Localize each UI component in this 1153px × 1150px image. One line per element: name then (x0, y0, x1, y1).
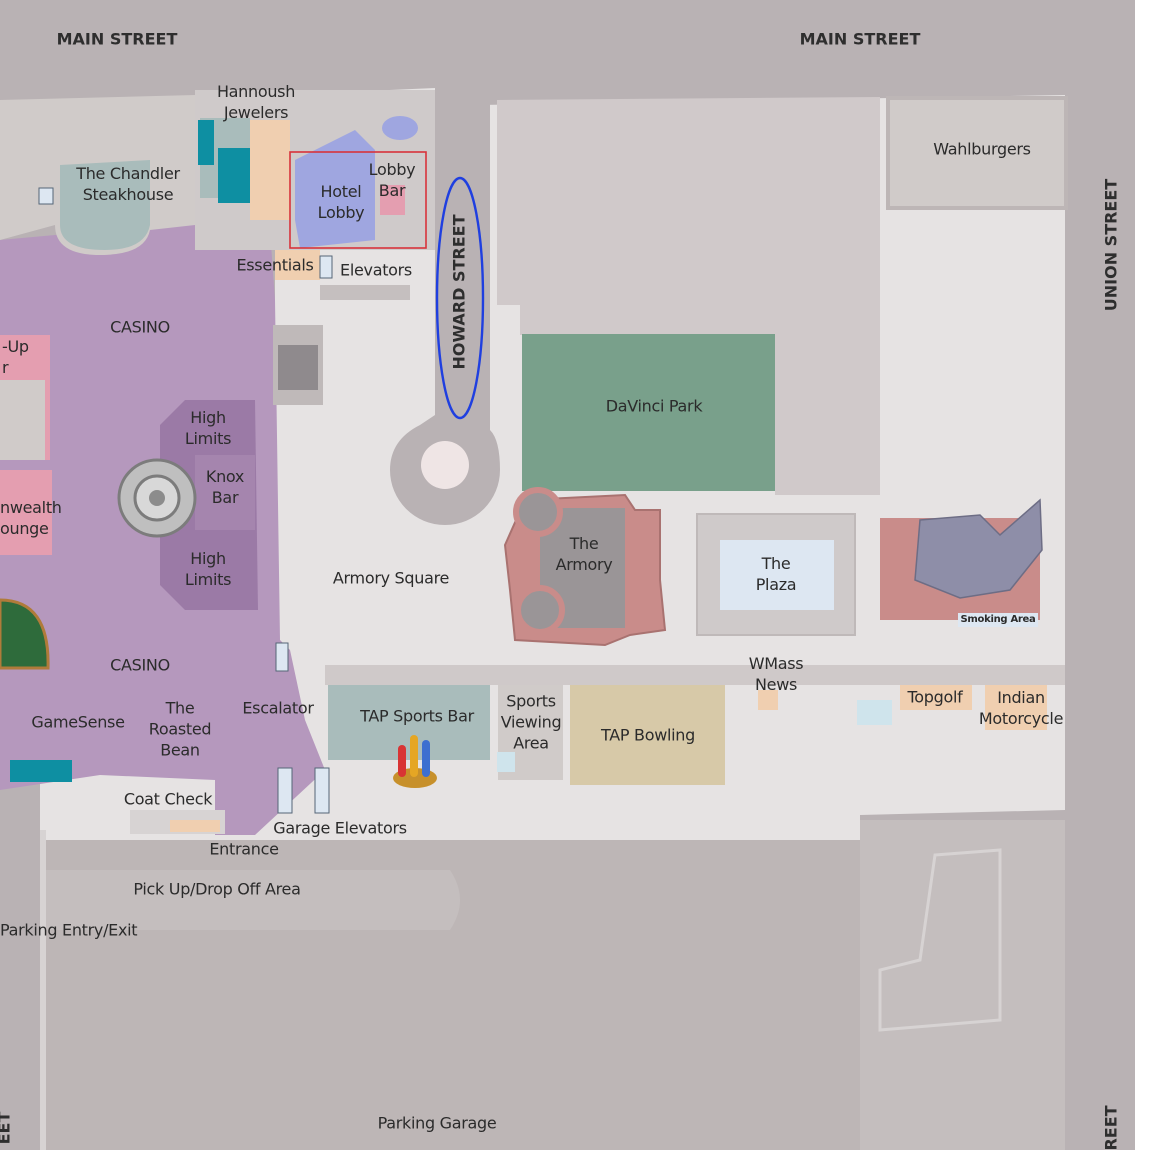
knox-bar-room (195, 455, 255, 530)
garage-ramp (878, 848, 1002, 1032)
armory-square-label: Armory Square (332, 568, 450, 588)
howard-street-label: HOWARD STREET (449, 214, 469, 370)
wmass-news-kiosk (758, 690, 778, 710)
cul-de-sac-island (421, 441, 469, 489)
escalator-inner (278, 345, 318, 390)
smoking-roof (914, 498, 1043, 599)
smoking-area-sign (958, 613, 1038, 627)
sports-viewing-area-label: Sports Viewing Area (500, 691, 562, 753)
elevator-icon (38, 187, 333, 814)
lobby-highlight-box (289, 151, 427, 249)
pickup-dropoff-label: Pick Up/Drop Off Area (133, 879, 301, 899)
davinci-park-area (522, 334, 775, 491)
casino-label-bottom: CASINO (110, 655, 170, 675)
lobby-bar-counter (380, 185, 405, 215)
commonwealth-lounge-label: nwealth ounge (0, 498, 62, 538)
gamesense-label: GameSense (31, 712, 125, 732)
elevators-label: Elevators (340, 260, 412, 280)
vault-icon (117, 458, 197, 538)
roasted-bean-label: The Roasted Bean (148, 698, 212, 760)
lobby-dome (382, 116, 418, 140)
plaza-inner (720, 540, 834, 610)
chandler-steakhouse-label: The Chandler Steakhouse (76, 164, 180, 204)
lobby-bar-label[interactable]: Lobby Bar (368, 160, 416, 200)
entrance-label: Entrance (209, 839, 279, 859)
high-limits-label-bottom: High Limits (184, 549, 232, 589)
garage-left-edge (40, 830, 46, 1150)
the-armory-label: The Armory (555, 534, 613, 574)
tap-sports-bar-room (328, 685, 490, 760)
tap-bowling-room (570, 685, 725, 785)
hannoush-jewelers-label: Hannoush Jewelers (216, 82, 296, 122)
casino-label-top: CASINO (110, 317, 170, 337)
indian-motorcycle-shop (985, 680, 1047, 730)
the-plaza-label: The Plaza (755, 554, 797, 594)
chandler-dining (60, 160, 150, 250)
essentials-label: Essentials (236, 255, 314, 275)
elevators-strip (320, 285, 410, 300)
howard-street-highlight-oval (435, 176, 485, 420)
garage-elevators-label: Garage Elevators (273, 818, 407, 838)
bowling-pins-icon (393, 735, 437, 788)
pickup-lane (45, 870, 460, 930)
parking-garage-label: Parking Garage (377, 1113, 497, 1133)
restroom-icon (10, 700, 892, 782)
armory-tower-bottom (515, 585, 565, 635)
coat-check-counter (170, 820, 220, 832)
main-street-label-right: MAIN STREET (799, 29, 921, 49)
parking-entry-exit-label: Parking Entry/Exit (0, 920, 138, 940)
commonwealth-lounge (0, 470, 52, 555)
topgolf-label: Topgolf (907, 687, 963, 707)
essentials-shop (275, 250, 320, 280)
wahlburgers-building (886, 96, 1068, 210)
cards-table (0, 598, 50, 670)
street-fragment-right: REET (1101, 1105, 1121, 1150)
knox-bar-label: Knox Bar (205, 467, 245, 507)
smoking-area-label: Smoking Area (960, 614, 1036, 625)
high-limits-label-top: High Limits (184, 408, 232, 448)
davinci-park-label: DaVinci Park (605, 396, 703, 416)
escalator-label: Escalator (242, 698, 314, 718)
wmass-news-label: WMass News (748, 654, 804, 694)
street-fragment-left: EET (0, 1111, 14, 1145)
hotel-lobby-floor (295, 130, 375, 248)
indian-motorcycle-label: Indian Motorcycle (978, 688, 1064, 728)
office-building (497, 97, 880, 495)
restroom-icon-box-1 (198, 120, 214, 165)
popup-bar-label: -Up r (2, 337, 29, 377)
page-margin (1135, 0, 1153, 1150)
jewelers-shop (250, 120, 290, 220)
union-street-label: UNION STREET (1101, 178, 1121, 312)
garage-walkway (860, 820, 1065, 1150)
tap-bowling-label: TAP Bowling (601, 725, 695, 745)
lower-row-wall (325, 665, 1065, 685)
armory-tower-top (513, 487, 563, 537)
tap-sports-bar-label: TAP Sports Bar (360, 706, 474, 726)
restroom-icon-box-2 (218, 148, 250, 203)
wahlburgers-label: Wahlburgers (933, 139, 1031, 159)
popup-bar-inner (0, 380, 45, 460)
hotel-lobby-label[interactable]: Hotel Lobby (317, 182, 365, 222)
coat-check-label: Coat Check (123, 789, 213, 809)
main-street-label-left: MAIN STREET (56, 29, 178, 49)
